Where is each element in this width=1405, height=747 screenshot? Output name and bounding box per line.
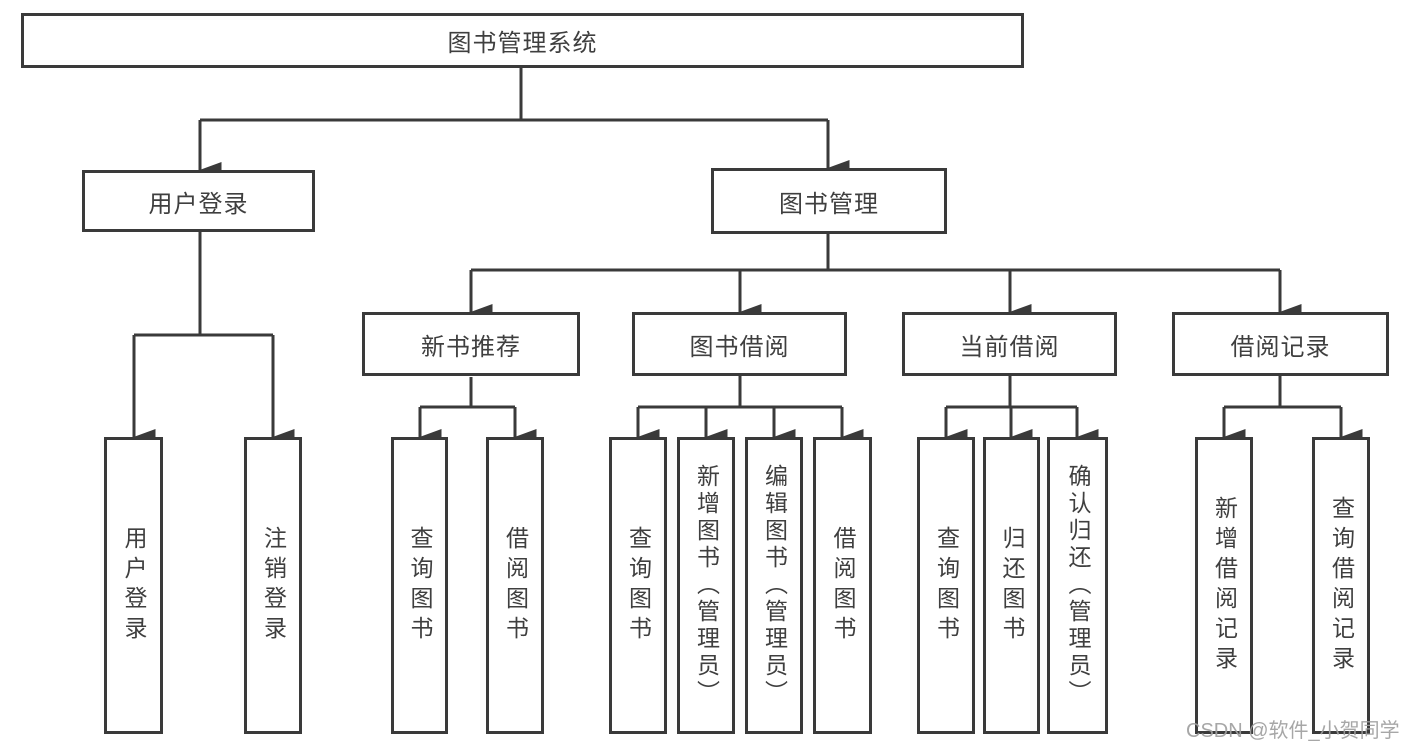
leaf-label: 归还图书 (999, 525, 1025, 646)
leaf-borrow-book-1: 借阅图书 (486, 437, 544, 734)
leaf-label: 查询借阅记录 (1328, 495, 1355, 676)
leaf-label: 借阅图书 (830, 525, 856, 646)
node-book-borrow: 图书借阅 (632, 312, 847, 376)
leaf-label: 新增图书（管理员） (693, 464, 720, 707)
leaf-query-book-2: 查询图书 (609, 437, 667, 734)
leaf-label: 查询图书 (625, 525, 652, 646)
node-current-borrow: 当前借阅 (902, 312, 1117, 376)
leaf-query-book-3: 查询图书 (917, 437, 975, 734)
leaf-add-borrow-record: 新增借阅记录 (1195, 437, 1253, 734)
leaf-edit-book-admin: 编辑图书（管理员） (745, 437, 803, 734)
leaf-add-book-admin: 新增图书（管理员） (677, 437, 735, 734)
leaf-label: 查询图书 (933, 525, 960, 646)
leaf-label: 确认归还（管理员） (1065, 464, 1091, 707)
leaf-borrow-book-2: 借阅图书 (813, 437, 872, 734)
node-new-book-recommend: 新书推荐 (362, 312, 580, 376)
node-book-management: 图书管理 (711, 168, 947, 234)
leaf-label: 注销登录 (260, 525, 287, 646)
leaf-label: 编辑图书（管理员） (761, 464, 788, 707)
leaf-confirm-return-admin: 确认归还（管理员） (1047, 437, 1108, 734)
node-borrow-record: 借阅记录 (1172, 312, 1389, 376)
leaf-label: 借阅图书 (502, 525, 529, 646)
node-user-login: 用户登录 (82, 170, 315, 232)
leaf-logout: 注销登录 (244, 437, 302, 734)
leaf-label: 用户登录 (121, 525, 147, 646)
node-root-system: 图书管理系统 (21, 13, 1024, 68)
leaf-label: 查询图书 (407, 525, 433, 646)
csdn-watermark: CSDN @软件_小贺同学 (1186, 720, 1400, 742)
leaf-user-login: 用户登录 (104, 437, 163, 734)
leaf-query-borrow-record: 查询借阅记录 (1312, 437, 1370, 734)
leaf-query-book-1: 查询图书 (391, 437, 448, 734)
leaf-return-book: 归还图书 (983, 437, 1040, 734)
leaf-label: 新增借阅记录 (1211, 495, 1238, 676)
